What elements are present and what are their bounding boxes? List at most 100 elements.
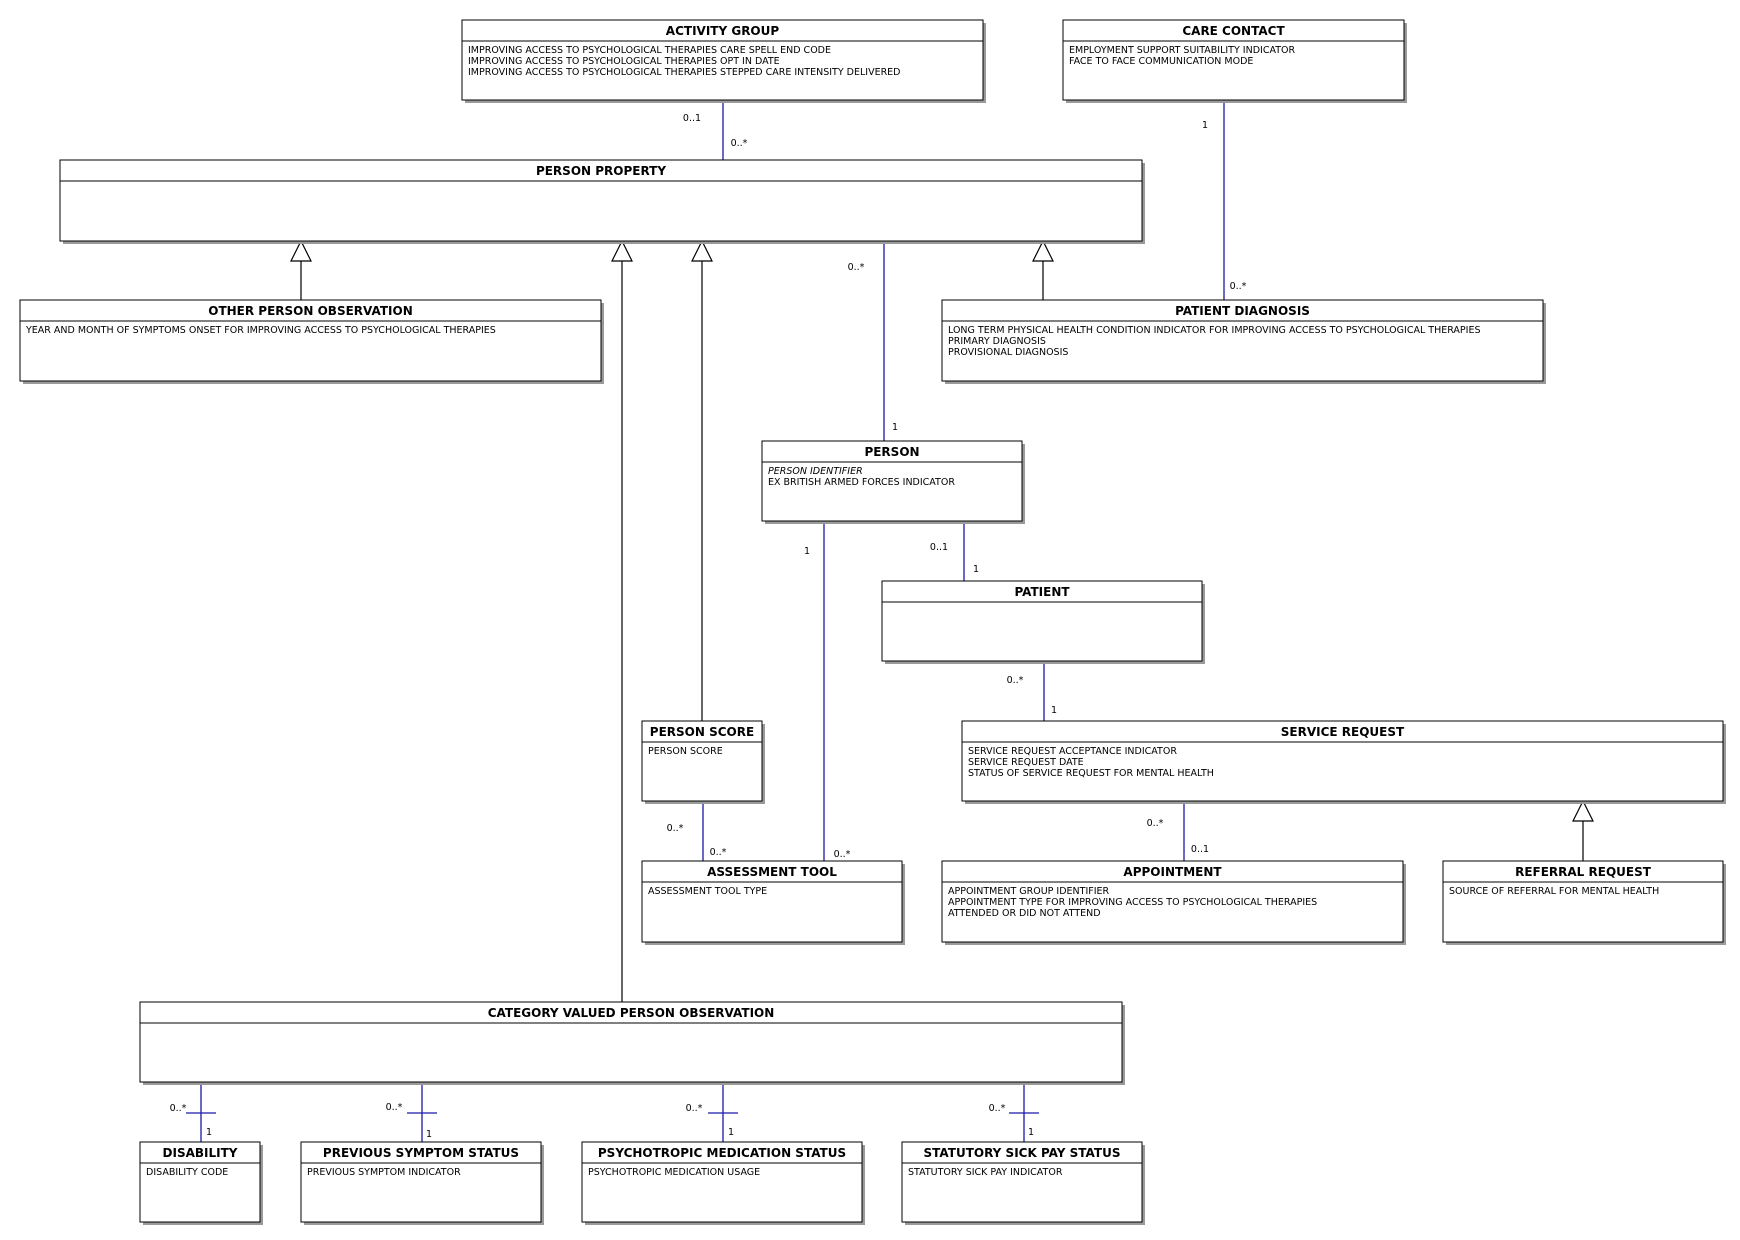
class-name: STATUTORY SICK PAY STATUS bbox=[924, 1146, 1121, 1160]
class-name: PATIENT bbox=[1014, 585, 1070, 599]
multiplicity-label: 0..* bbox=[848, 262, 865, 273]
class-previous-symptom-status[interactable]: PREVIOUS SYMPTOM STATUS PREVIOUS SYMPTOM … bbox=[300, 1141, 544, 1225]
class-psychotropic-medication-status[interactable]: PSYCHOTROPIC MEDICATION STATUS PSYCHOTROP… bbox=[581, 1141, 865, 1225]
class-attribute: SERVICE REQUEST ACCEPTANCE INDICATOR bbox=[968, 746, 1177, 757]
class-box bbox=[19, 299, 602, 382]
multiplicity-label: 0..* bbox=[667, 823, 684, 834]
class-box bbox=[881, 580, 1203, 662]
multiplicity-label: 1 bbox=[728, 1127, 734, 1138]
multiplicity-label: 0..* bbox=[710, 847, 727, 858]
class-attribute: STATUS OF SERVICE REQUEST FOR MENTAL HEA… bbox=[968, 768, 1214, 779]
class-attribute: SOURCE OF REFERRAL FOR MENTAL HEALTH bbox=[1449, 886, 1659, 897]
class-attribute: PERSON IDENTIFIER bbox=[768, 466, 863, 477]
class-box bbox=[941, 299, 1544, 382]
class-box bbox=[59, 159, 1143, 242]
class-attribute: ATTENDED OR DID NOT ATTEND bbox=[948, 908, 1101, 919]
class-person-score[interactable]: PERSON SCORE PERSON SCORE bbox=[641, 720, 765, 804]
multiplicity-label: 0..* bbox=[1147, 818, 1164, 829]
class-attribute: APPOINTMENT TYPE FOR IMPROVING ACCESS TO… bbox=[948, 897, 1317, 908]
class-other-person-observation[interactable]: OTHER PERSON OBSERVATION YEAR AND MONTH O… bbox=[19, 299, 604, 384]
class-box bbox=[139, 1141, 261, 1223]
multiplicity-label: 1 bbox=[973, 564, 979, 575]
multiplicity-label: 1 bbox=[804, 546, 810, 557]
class-name: PREVIOUS SYMPTOM STATUS bbox=[323, 1146, 519, 1160]
class-patient[interactable]: PATIENT bbox=[881, 580, 1205, 664]
generalization-arrowhead bbox=[1572, 799, 1594, 822]
class-box bbox=[641, 860, 903, 943]
multiplicity-label: 0..1 bbox=[1191, 844, 1209, 855]
multiplicity-label: 1 bbox=[206, 1127, 212, 1138]
multiplicity-label: 0..* bbox=[834, 849, 851, 860]
generalization-arrowhead bbox=[1032, 239, 1054, 262]
class-attribute: IMPROVING ACCESS TO PSYCHOLOGICAL THERAP… bbox=[468, 67, 901, 78]
class-name: ACTIVITY GROUP bbox=[666, 24, 780, 38]
class-name: PERSON SCORE bbox=[650, 725, 754, 739]
multiplicity-label: 1 bbox=[1202, 120, 1208, 131]
class-attribute: PSYCHOTROPIC MEDICATION USAGE bbox=[588, 1167, 760, 1178]
multiplicity-label: 0..* bbox=[989, 1103, 1006, 1114]
class-box bbox=[641, 720, 763, 802]
class-box bbox=[941, 860, 1404, 943]
class-name: PERSON PROPERTY bbox=[536, 164, 666, 178]
multiplicity-label: 0..* bbox=[731, 138, 748, 149]
multiplicity-label: 1 bbox=[1051, 705, 1057, 716]
class-statutory-sick-pay-status[interactable]: STATUTORY SICK PAY STATUS STATUTORY SICK … bbox=[901, 1141, 1145, 1225]
class-category-valued-person-observation[interactable]: CATEGORY VALUED PERSON OBSERVATION bbox=[139, 1001, 1125, 1085]
multiplicity-label: 1 bbox=[426, 1129, 432, 1140]
class-name: REFERRAL REQUEST bbox=[1515, 865, 1652, 879]
class-box bbox=[901, 1141, 1143, 1223]
connectors-layer bbox=[186, 100, 1594, 1142]
multiplicity-label: 1 bbox=[1028, 1127, 1034, 1138]
class-activity-group[interactable]: ACTIVITY GROUP IMPROVING ACCESS TO PSYCHO… bbox=[461, 19, 986, 103]
class-attribute: PREVIOUS SYMPTOM INDICATOR bbox=[307, 1167, 461, 1178]
class-attribute: IMPROVING ACCESS TO PSYCHOLOGICAL THERAP… bbox=[468, 45, 831, 56]
class-assessment-tool[interactable]: ASSESSMENT TOOL ASSESSMENT TOOL TYPE bbox=[641, 860, 905, 945]
class-attribute: APPOINTMENT GROUP IDENTIFIER bbox=[948, 886, 1110, 897]
class-name: ASSESSMENT TOOL bbox=[707, 865, 837, 879]
class-attribute: SERVICE REQUEST DATE bbox=[968, 757, 1084, 768]
class-name: PERSON bbox=[864, 445, 919, 459]
class-attribute: STATUTORY SICK PAY INDICATOR bbox=[908, 1167, 1063, 1178]
class-patient-diagnosis[interactable]: PATIENT DIAGNOSIS LONG TERM PHYSICAL HEAL… bbox=[941, 299, 1546, 384]
class-box bbox=[139, 1001, 1123, 1083]
class-attribute: EX BRITISH ARMED FORCES INDICATOR bbox=[768, 477, 955, 488]
multiplicity-label: 0..* bbox=[170, 1103, 187, 1114]
classes-layer: ACTIVITY GROUP IMPROVING ACCESS TO PSYCHO… bbox=[19, 19, 1726, 1225]
class-name: PATIENT DIAGNOSIS bbox=[1175, 304, 1310, 318]
class-attribute: LONG TERM PHYSICAL HEALTH CONDITION INDI… bbox=[948, 325, 1481, 336]
class-attribute: ASSESSMENT TOOL TYPE bbox=[648, 886, 767, 897]
class-name: DISABILITY bbox=[163, 1146, 238, 1160]
class-name: PSYCHOTROPIC MEDICATION STATUS bbox=[598, 1146, 846, 1160]
class-referral-request[interactable]: REFERRAL REQUEST SOURCE OF REFERRAL FOR M… bbox=[1442, 860, 1726, 945]
class-attribute: PERSON SCORE bbox=[648, 746, 723, 757]
multiplicity-label: 0..* bbox=[1230, 281, 1247, 292]
class-service-request[interactable]: SERVICE REQUEST SERVICE REQUEST ACCEPTANC… bbox=[961, 720, 1726, 804]
class-attribute: PRIMARY DIAGNOSIS bbox=[948, 336, 1046, 347]
class-name: SERVICE REQUEST bbox=[1281, 725, 1405, 739]
class-name: OTHER PERSON OBSERVATION bbox=[208, 304, 413, 318]
multiplicity-labels-layer: 0..1 0..* 1 0..* 0..* 1 0..1 1 1 0..* 0..* 1 0..* 0..… bbox=[170, 113, 1247, 1140]
multiplicity-label: 1 bbox=[892, 422, 898, 433]
class-attribute: IMPROVING ACCESS TO PSYCHOLOGICAL THERAP… bbox=[468, 56, 780, 67]
class-person-property[interactable]: PERSON PROPERTY bbox=[59, 159, 1145, 244]
class-box bbox=[581, 1141, 863, 1223]
class-attribute: YEAR AND MONTH OF SYMPTOMS ONSET FOR IMP… bbox=[25, 325, 496, 336]
class-name: CARE CONTACT bbox=[1182, 24, 1285, 38]
class-name: CATEGORY VALUED PERSON OBSERVATION bbox=[488, 1006, 775, 1020]
class-box bbox=[1442, 860, 1724, 943]
multiplicity-label: 0..* bbox=[386, 1102, 403, 1113]
multiplicity-label: 0..1 bbox=[683, 113, 701, 124]
generalization-arrowhead bbox=[611, 239, 633, 262]
class-box bbox=[761, 440, 1023, 522]
class-attribute: DISABILITY CODE bbox=[146, 1167, 228, 1178]
class-attribute: FACE TO FACE COMMUNICATION MODE bbox=[1069, 56, 1253, 67]
class-disability[interactable]: DISABILITY DISABILITY CODE bbox=[139, 1141, 263, 1225]
class-attribute: PROVISIONAL DIAGNOSIS bbox=[948, 347, 1068, 358]
multiplicity-label: 0..* bbox=[1007, 675, 1024, 686]
class-box bbox=[961, 720, 1724, 802]
multiplicity-label: 0..* bbox=[686, 1103, 703, 1114]
